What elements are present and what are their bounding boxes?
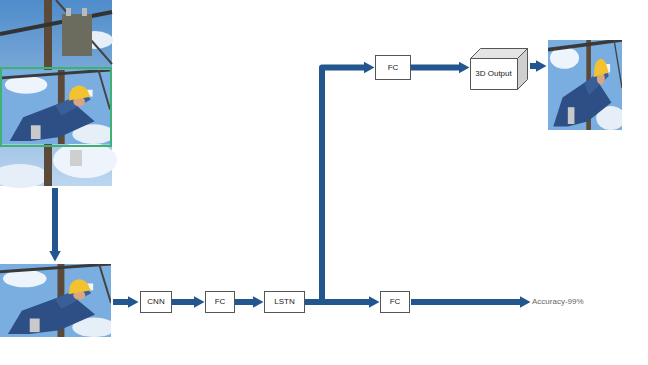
- layer-label: CNN: [147, 297, 164, 306]
- output-photo: [548, 40, 625, 130]
- flow-arrow: [52, 188, 58, 251]
- accuracy-note: Accuracy-99%: [532, 297, 584, 306]
- lamp: [70, 150, 82, 166]
- layer-label: FC: [215, 297, 226, 306]
- fc-layer: FC: [380, 291, 410, 313]
- flow-arrow: [411, 65, 459, 71]
- cube-face: 3D Output: [470, 58, 517, 89]
- layer-label: 3D Output: [475, 69, 511, 78]
- detection-box: [1, 68, 111, 146]
- flow-arrow: [530, 63, 536, 69]
- crossbar: [0, 12, 112, 34]
- flow-arrow: [113, 299, 128, 305]
- cropped-photo: [0, 264, 116, 337]
- lstm-layer: LSTN: [264, 291, 305, 313]
- wire: [56, 0, 112, 64]
- insulator: [66, 8, 71, 16]
- cnn-layer: CNN: [140, 291, 172, 313]
- insulator: [82, 8, 87, 16]
- cloud: [53, 142, 117, 178]
- transformer: [62, 14, 92, 56]
- fc-layer: FC: [375, 55, 411, 80]
- output-cube: 3D Output: [470, 48, 528, 90]
- cube-front: [471, 59, 518, 90]
- flow-arrow: [172, 299, 194, 305]
- layer-label: FC: [388, 63, 399, 72]
- fc-layer: FC: [205, 291, 235, 313]
- flow-arrow: [411, 299, 520, 305]
- flow-arrow: [305, 68, 364, 303]
- flow-arrow: [305, 299, 369, 305]
- cloud: [0, 164, 48, 188]
- layer-label: FC: [390, 297, 401, 306]
- flow-arrow: [235, 299, 253, 305]
- worker-figure: [2, 70, 115, 144]
- layer-label: LSTN: [274, 297, 294, 306]
- source-photo: [0, 0, 117, 188]
- cube-side: [518, 49, 528, 90]
